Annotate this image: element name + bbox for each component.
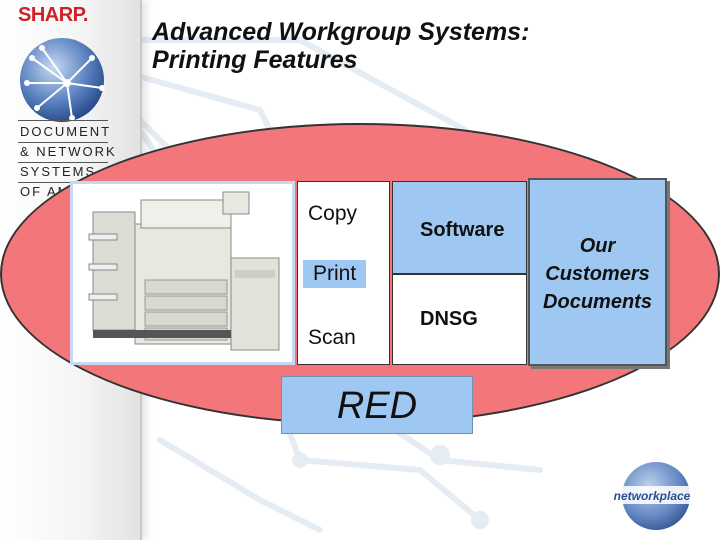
globe-icon xyxy=(20,38,105,122)
brand-line: SYSTEMS xyxy=(20,164,97,179)
brand-rule xyxy=(18,142,108,143)
dnsg-label: DNSG xyxy=(420,308,478,330)
copy-label: Copy xyxy=(308,202,358,225)
customers-text: Our Customers Documents xyxy=(530,232,665,316)
customers-line-1: Our xyxy=(579,235,616,257)
brand-line: & NETWORK xyxy=(20,144,117,159)
networkplace-text: networkplace xyxy=(614,489,691,503)
customers-line-3: Documents xyxy=(543,291,652,313)
copier-image xyxy=(70,181,295,365)
red-label: RED xyxy=(336,385,418,427)
software-box: Software xyxy=(392,181,527,274)
brand-rule xyxy=(18,120,108,121)
brand-line: DOCUMENT xyxy=(20,124,112,139)
title-line-1: Advanced Workgroup Systems: xyxy=(152,18,530,46)
dnsg-box: DNSG xyxy=(392,274,527,365)
functions-panel: Copy Print Scan xyxy=(297,181,390,365)
brand-rule xyxy=(18,182,108,183)
copier-icon xyxy=(88,191,280,351)
software-label: Software xyxy=(420,219,505,241)
red-box: RED xyxy=(281,376,473,434)
brand-rule xyxy=(18,162,108,163)
scan-label: Scan xyxy=(308,326,356,349)
networkplace-logo: networkplace xyxy=(596,462,708,530)
customers-line-2: Customers xyxy=(545,263,650,285)
print-label: Print xyxy=(303,260,367,288)
sharp-logo: SHARP. xyxy=(18,4,89,26)
title-line-2: Printing Features xyxy=(152,46,358,74)
slide-title: Advanced Workgroup Systems: Printing Fea… xyxy=(152,18,529,74)
customers-box: Our Customers Documents xyxy=(528,178,667,366)
